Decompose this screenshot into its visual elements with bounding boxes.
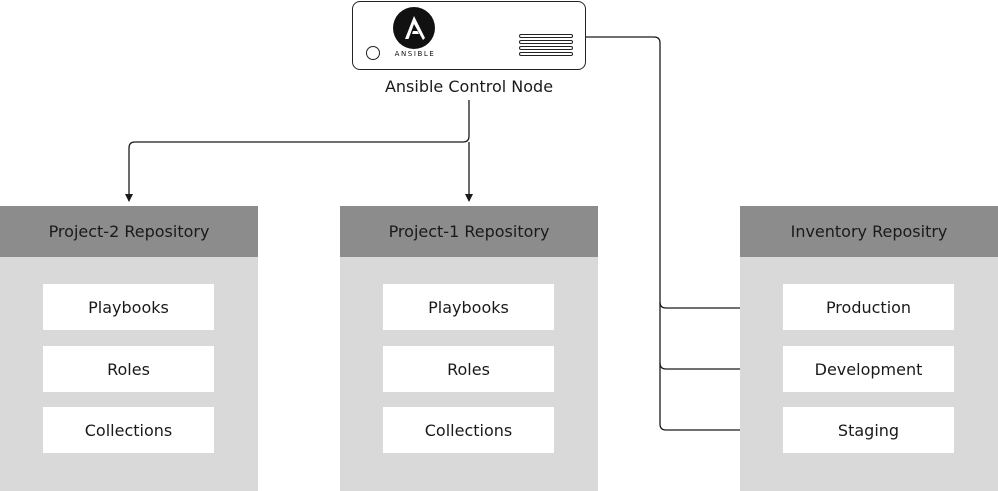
project-2-repository-panel: Project-2 Repository Playbooks Roles Col… <box>0 206 258 491</box>
repository-item: Playbooks <box>43 284 214 330</box>
arrow-to-production <box>659 301 781 312</box>
repository-title: Inventory Repositry <box>740 206 998 257</box>
power-indicator-icon <box>366 46 380 60</box>
repository-item: Collections <box>383 407 554 453</box>
arrow-to-project-2 <box>125 100 470 202</box>
repository-item: Roles <box>383 346 554 392</box>
repository-item: Roles <box>43 346 214 392</box>
line-to-inventory <box>586 36 781 434</box>
logo-wordmark: ANSIBLE <box>394 50 436 58</box>
inventory-item: Production <box>783 284 954 330</box>
arrow-to-development <box>659 362 781 373</box>
control-node-label: Ansible Control Node <box>384 77 554 96</box>
inventory-item: Staging <box>783 407 954 453</box>
repository-item: Collections <box>43 407 214 453</box>
repository-item: Playbooks <box>383 284 554 330</box>
repository-title: Project-2 Repository <box>0 206 258 257</box>
repository-title: Project-1 Repository <box>340 206 598 257</box>
project-1-repository-panel: Project-1 Repository Playbooks Roles Col… <box>340 206 598 491</box>
ansible-logo-icon <box>393 7 435 49</box>
control-node-box: ANSIBLE <box>352 1 586 70</box>
inventory-repository-panel: Inventory Repositry Production Developme… <box>740 206 998 491</box>
inventory-item: Development <box>783 346 954 392</box>
vent-icon <box>519 34 573 58</box>
